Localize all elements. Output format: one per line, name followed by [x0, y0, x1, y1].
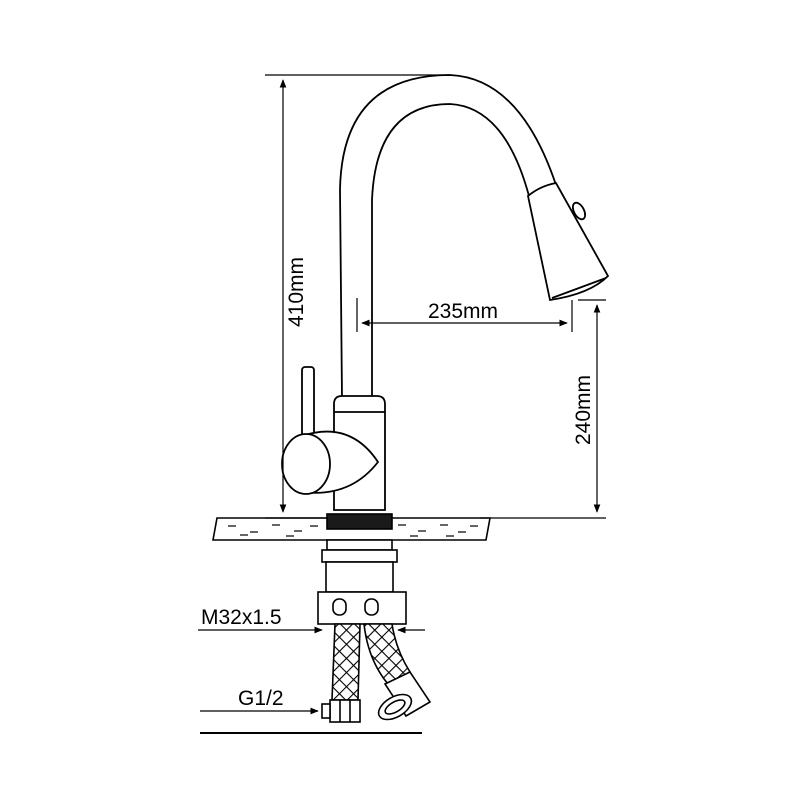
label-thread: M32x1.5: [201, 606, 282, 629]
spray-head: [527, 181, 610, 302]
lever-handle: [281, 366, 380, 495]
label-spout-height: 240mm: [572, 375, 595, 445]
dimension-reach: [356, 298, 573, 332]
mounting-ring: [326, 513, 393, 530]
label-overall-height: 410mm: [285, 257, 308, 327]
label-inlet: G1/2: [238, 687, 284, 710]
label-reach: 235mm: [428, 300, 498, 323]
hex-nut: [377, 670, 432, 721]
under-deck-assembly: [317, 539, 407, 625]
dimension-overall-height: [265, 74, 450, 519]
dimension-spout-height: [480, 299, 606, 519]
inlet-fitting: [321, 699, 361, 723]
spout: [339, 74, 557, 399]
